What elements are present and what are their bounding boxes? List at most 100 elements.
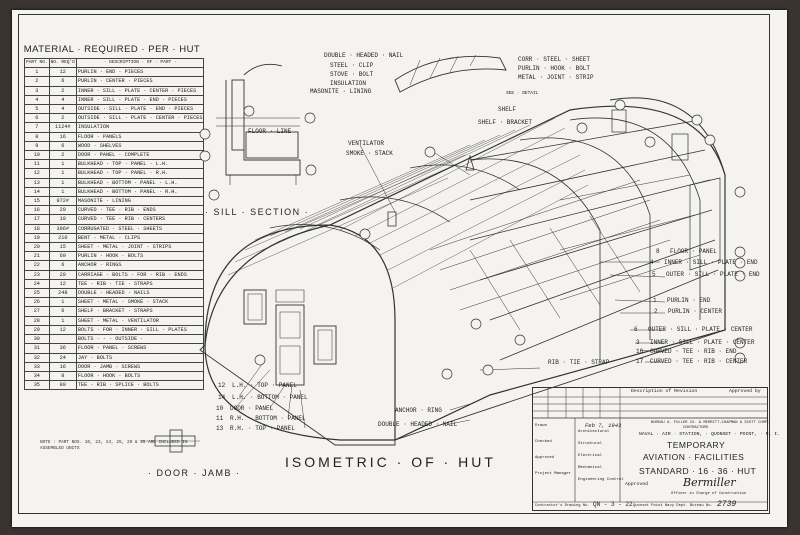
description-cell: FLOOR · PANEL · SCREWS [75,343,205,354]
qty-cell: 16 [48,131,77,142]
left-callout-label: R.H. · TOP · PANEL [230,425,295,432]
station-name: NAVAL · AIR · STATION, · QUONSET · POINT… [639,432,781,437]
description-cell: CURVED · TEE · RIB · CENTERS [75,214,205,225]
description-cell: SHEET · METAL · SMOKE · STACK [75,297,205,308]
left-callout-label: L.H. · TOP · PANEL [232,382,297,389]
callout-shelf-bracket: SHELF · BRACKET [478,119,533,126]
qty-cell: 12 [48,67,77,78]
description-cell: CARRIAGE · BOLTS · FOR · RIB · ENDS [75,269,205,280]
description-cell: PURLIN · END · PIECES [75,67,205,78]
callout-see-detail: SEE · DETAIL [506,91,539,96]
description-cell: SHEET · METAL · JOINT · STRIPS [75,242,205,253]
left-callout-number: 13 [216,425,224,432]
description-cell: DOUBLE · HEADED · NAILS [75,288,205,299]
qty-cell: 8 [48,370,77,382]
qty-cell: 12 [48,324,77,336]
description-cell: INNER · SILL · PLATE · END · PIECES [75,94,205,106]
right-callout-label: CURVED · TEE · RIB · END [650,348,737,355]
description-cell: INNER · SILL · PLATE · CENTER · PIECES [75,85,205,96]
qty-cell: 210 [48,232,77,244]
callout-masonite-lining: MASONITE · LINING [310,88,372,95]
callout-metal-joint-strip: METAL · JOINT · STRIP [518,74,594,81]
description-cell: BULKHEAD · BOTTOM · PANEL · L.H. [75,177,205,188]
right-callout-label: OUTER · SILL · PLATE · END [666,271,760,278]
callout-purlin-hook-bolt: PURLIN · HOOK · BOLT [518,65,591,72]
qty-cell: 12 [48,278,77,290]
main-title: ISOMETRIC · OF · HUT [285,454,496,470]
materials-table: PART NO. NO. REQ'D · DESCRIPTION · OF · … [24,57,205,391]
qty-cell: 1124# [48,122,77,133]
sill-plate [245,131,299,159]
qty-cell: 1 [48,186,77,198]
callout-anchor-ring: ANCHOR · RING [395,407,442,414]
description-cell: SHELF · BRACKET · STRAPS [75,306,205,317]
description-cell: OUTSIDE · SILL · PLATE · CENTER · PIECES [75,113,205,124]
qty-cell: 60 [48,251,77,262]
door-panel [275,304,305,386]
tb-left-field: Checked [535,440,552,444]
office-subtitle: CONTRACTORS [683,426,709,430]
right-callout-label: FLOOR · PANEL [670,248,717,255]
qty-cell: 1 [48,297,77,308]
right-callout-number: 8 [656,248,660,255]
description-cell: BOLTS · FOR · INNER · SILL · PLATES [75,324,205,336]
qty-cell: 972# [48,196,77,207]
qty-cell: 4 [48,104,77,115]
right-callout-number: 6 [634,326,638,333]
left-callout-number: 10 [216,405,224,412]
left-callout-label: R.H. · BOTTOM · PANEL [230,415,306,422]
right-callout-label: PURLIN · CENTER [668,308,723,315]
materials-note: NOTE : PART NOS. 10, 23, 24, 25, 29 & 35… [40,440,188,451]
drawing-border [18,14,770,514]
description-cell: OUTSIDE · SILL · PLATE · END · PIECES [75,104,205,115]
callout-floor-line: FLOOR · LINE [248,128,292,135]
qty-cell: 80 [48,380,77,391]
rev-approved: Approved by [729,389,761,394]
rev-header: Description of Revision [631,389,698,394]
tb-left-field: Drawn [535,424,548,428]
office-name: BUREAU A. FULLER CO. & MERRITT-CHAPMAN &… [651,421,770,425]
qty-cell: 6 [48,260,77,271]
sill-stud [231,79,245,151]
description-cell: CORRUGATED · STEEL · SHEETS [75,223,205,234]
qty-cell: 36 [48,343,77,354]
qty-cell: 2 [48,150,77,161]
qty-cell: 1 [48,177,77,188]
tb-right-field: Mechanical [578,466,603,470]
right-callout-number: 3 [636,339,640,346]
right-callout-number: 4 [650,259,654,266]
tb-left-field: Approved [535,456,555,460]
qty-cell: 6 [48,76,77,87]
district-no: 2739 [717,500,737,509]
right-callout-label: OUTER · SILL · PLATE · CENTER [648,326,753,333]
door-jamb-title: · DOOR · JAMB · [148,468,241,478]
qty-cell: 4 [48,94,77,106]
district-no-label: Quonset Point Navy Dept. Bureau No. [633,504,713,508]
right-callout-number: 16 [636,348,644,355]
qty-cell: 2 [48,85,77,96]
qty-cell: 248 [48,288,77,299]
right-callout-number: 2 [654,308,658,315]
qty-cell: 15 [48,242,77,253]
callout-double-headed-nail-base: DOUBLE · HEADED · NAIL [378,421,458,428]
callout-smoke-stack: SMOKE · STACK [346,150,393,157]
qty-cell: 6 [48,140,77,152]
description-cell: PURLIN · HOOK · BOLTS [75,251,205,262]
right-callout-label: INNER · SILL · PLATE · END [664,259,758,266]
description-cell: CURVED · TEE · RIB · ENDS [75,205,205,216]
